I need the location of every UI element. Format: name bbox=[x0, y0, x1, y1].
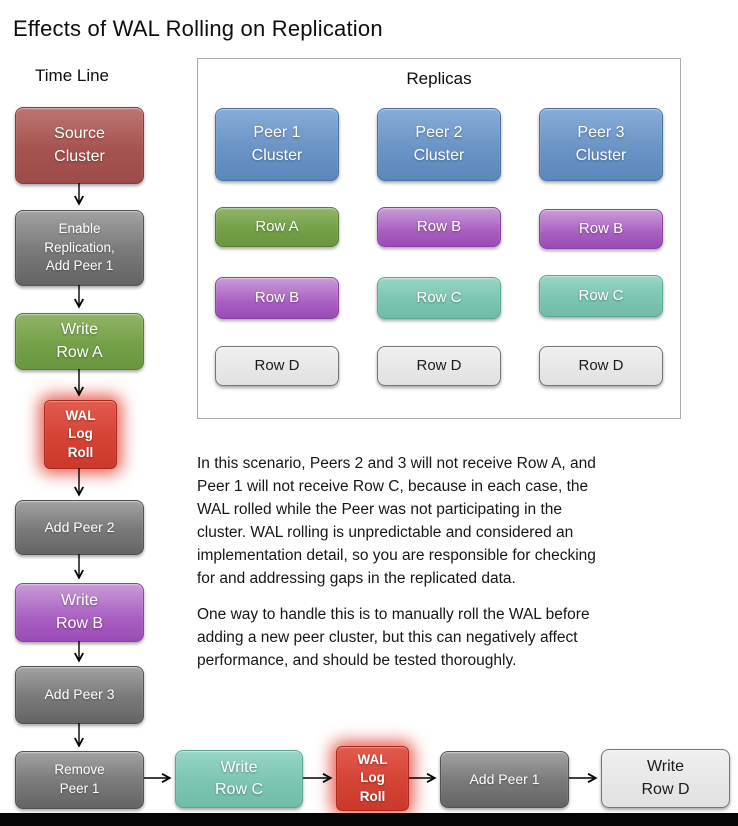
replica-col2-row-c: Row C bbox=[377, 277, 501, 319]
replicas-panel: Replicas Peer 1 Cluster Row A Row B Row … bbox=[197, 58, 681, 419]
flow-step-add-peer-1: Add Peer 1 bbox=[440, 751, 569, 808]
flow-step-label: Add Peer 1 bbox=[469, 770, 540, 787]
replica-header-label: Peer 1 Cluster bbox=[251, 124, 303, 164]
replica-row-label: Row C bbox=[578, 286, 624, 304]
flow-step-remove-peer-1: Remove Peer 1 bbox=[15, 751, 144, 809]
flow-step-wal-log-roll-2: WAL Log Roll bbox=[336, 746, 409, 811]
flow-step-label: Remove Peer 1 bbox=[54, 762, 105, 796]
replica-header-label: Peer 3 Cluster bbox=[575, 124, 627, 164]
replica-row-label: Row B bbox=[578, 219, 624, 237]
description-text: In this scenario, Peers 2 and 3 will not… bbox=[197, 452, 677, 672]
flow-step-label: WAL Log Roll bbox=[357, 751, 388, 804]
bottom-black-bar bbox=[0, 813, 738, 826]
flow-step-enable-replication: Enable Replication, Add Peer 1 bbox=[15, 210, 144, 286]
replica-row-label: Row D bbox=[578, 356, 624, 374]
flow-step-write-row-d: Write Row D bbox=[601, 749, 730, 808]
replica-col3-row-b: Row B bbox=[539, 209, 663, 249]
flow-step-write-row-a: Write Row A bbox=[15, 313, 144, 370]
flow-step-wal-log-roll-1: WAL Log Roll bbox=[44, 400, 117, 469]
flow-step-write-row-b: Write Row B bbox=[15, 583, 144, 642]
flow-step-label: Add Peer 3 bbox=[44, 686, 115, 703]
flow-step-label: Source Cluster bbox=[54, 125, 105, 165]
flow-step-label: WAL Log Roll bbox=[65, 407, 96, 460]
replica-col1-row-a: Row A bbox=[215, 207, 339, 247]
flow-step-label: Write Row B bbox=[55, 592, 104, 632]
flow-step-label: Add Peer 2 bbox=[44, 518, 115, 535]
replica-col1-row-b: Row B bbox=[215, 277, 339, 319]
flow-step-write-row-c: Write Row C bbox=[175, 750, 303, 808]
replica-row-label: Row A bbox=[255, 217, 299, 235]
flow-step-source-cluster: Source Cluster bbox=[15, 107, 144, 184]
flow-step-label: Enable Replication, Add Peer 1 bbox=[44, 221, 115, 274]
replica-col3-row-d: Row D bbox=[539, 346, 663, 386]
flow-step-add-peer-2: Add Peer 2 bbox=[15, 500, 144, 555]
replica-row-label: Row C bbox=[416, 288, 462, 306]
replica-col2-header: Peer 2 Cluster bbox=[377, 108, 501, 181]
replica-row-label: Row B bbox=[416, 217, 462, 235]
flow-step-add-peer-3: Add Peer 3 bbox=[15, 666, 144, 724]
flow-step-label: Write Row C bbox=[214, 758, 263, 798]
replica-col3-row-c: Row C bbox=[539, 275, 663, 317]
replica-col2-row-d: Row D bbox=[377, 346, 501, 386]
replica-col1-row-d: Row D bbox=[215, 346, 339, 386]
replica-header-label: Peer 2 Cluster bbox=[413, 124, 465, 164]
replica-row-label: Row B bbox=[254, 288, 300, 306]
replicas-title: Replicas bbox=[406, 69, 472, 88]
replica-row-label: Row D bbox=[254, 356, 300, 374]
flow-step-label: Write Row D bbox=[641, 758, 690, 798]
replica-col2-row-b: Row B bbox=[377, 207, 501, 247]
timeline-label: Time Line bbox=[35, 66, 110, 85]
page-title: Effects of WAL Rolling on Replication bbox=[13, 16, 383, 41]
description-paragraph-2: One way to handle this is to manually ro… bbox=[197, 606, 590, 669]
replica-col1-header: Peer 1 Cluster bbox=[215, 108, 339, 181]
flow-step-label: Write Row A bbox=[56, 321, 103, 361]
description-paragraph-1: In this scenario, Peers 2 and 3 will not… bbox=[197, 455, 596, 587]
replica-col3-header: Peer 3 Cluster bbox=[539, 108, 663, 181]
replica-row-label: Row D bbox=[416, 356, 462, 374]
